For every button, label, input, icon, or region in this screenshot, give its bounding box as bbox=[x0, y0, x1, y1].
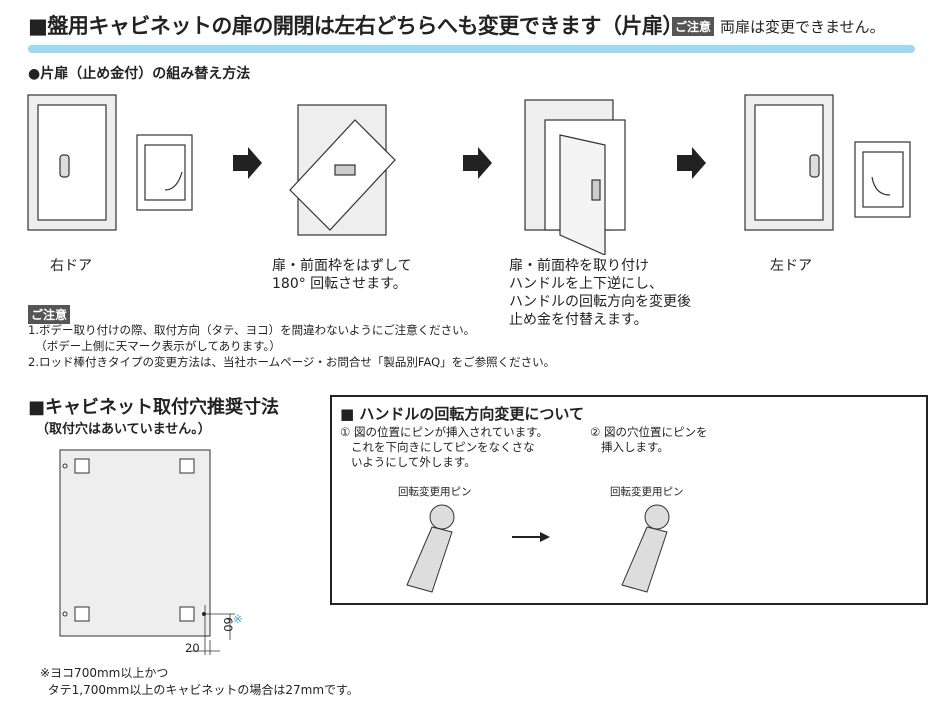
title-note-text: 両扉は変更できません。 bbox=[720, 18, 885, 36]
door-rotating bbox=[289, 104, 396, 236]
footnote: ※ヨコ700mm以上かつ タテ1,700mm以上のキャビネットの場合は27mmで… bbox=[40, 666, 359, 697]
step3-caption: 扉・前面枠を取り付け ハンドルを上下逆にし、 ハンドルの回転方向を変更後 止め金… bbox=[509, 258, 691, 328]
dim-mark: ※ bbox=[233, 612, 243, 626]
mounting-hole-diagram bbox=[59, 449, 235, 655]
arrow-icon bbox=[463, 147, 492, 179]
caution-tag: ご注意 bbox=[28, 305, 71, 324]
accent-bar bbox=[28, 45, 915, 53]
step1-caption: 右ドア bbox=[50, 258, 92, 274]
box-step2: ② 図の穴位置にピンを 挿入します。 bbox=[590, 425, 708, 454]
step2-caption: 扉・前面枠をはずして 180° 回転させます。 bbox=[272, 258, 412, 292]
handle-illustration bbox=[406, 504, 670, 593]
dim-horizontal: 20 bbox=[185, 641, 200, 655]
caution-notes: 1.ボデー取り付けの際、取付方向（タテ、ヨコ）を間違わないようにご注意ください。… bbox=[28, 323, 556, 369]
section1-subtitle: ●片扉（止め金付）の組み替え方法 bbox=[28, 66, 251, 82]
handle-rotation-box: ■ ハンドルの回転方向変更について ① 図の位置にピンが挿入されています。 これ… bbox=[330, 395, 928, 605]
step4-caption: 左ドア bbox=[770, 258, 812, 274]
pin-label-2: 回転変更用ピン bbox=[610, 486, 684, 498]
arrow-icon bbox=[677, 147, 706, 179]
pin-label-1: 回転変更用ピン bbox=[398, 486, 472, 498]
box-title: ■ ハンドルの回転方向変更について bbox=[340, 405, 584, 423]
right-door-cabinet bbox=[27, 94, 193, 231]
door-swap-illustration bbox=[27, 94, 911, 255]
title-note: ご注意 両扉は変更できません。 bbox=[672, 16, 885, 37]
box-step1: ① 図の位置にピンが挿入されています。 これを下向きにしてピンをなくさな いよう… bbox=[340, 425, 548, 469]
section2-subtitle: （取付穴はあいていません。） bbox=[36, 422, 211, 437]
section2-title: ■キャビネット取付穴推奨寸法 bbox=[28, 397, 280, 418]
page-title: ■盤用キャビネットの扉の開閉は左右どちらへも変更できます（片扉） bbox=[28, 14, 683, 38]
door-reattached bbox=[524, 99, 626, 255]
caution-tag: ご注意 bbox=[672, 17, 715, 36]
left-door-cabinet bbox=[744, 94, 911, 231]
arrow-icon bbox=[233, 147, 262, 179]
